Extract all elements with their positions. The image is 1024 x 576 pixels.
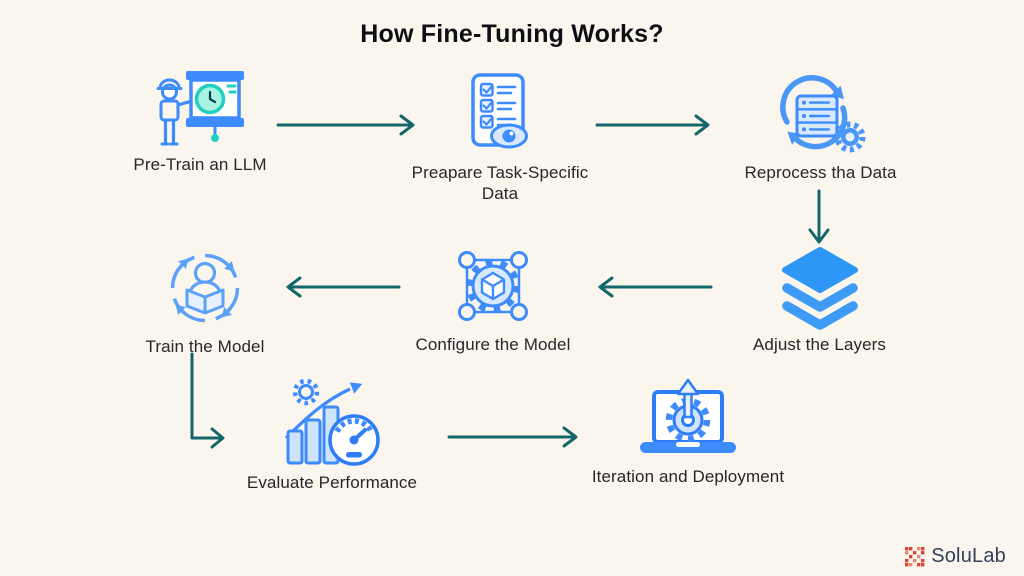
gear-cube-icon [458, 251, 528, 321]
arrow-pretrain-to-prepare-icon [276, 114, 415, 136]
step-label: Reprocess tha Data [744, 163, 897, 182]
arrow-prepare-to-reprocess-icon [595, 114, 710, 136]
checklist-eye-icon [471, 73, 528, 149]
arrow-reprocess-to-adjust-icon [808, 189, 830, 244]
brand-logo: SoluLab [905, 545, 1006, 568]
page-title: How Fine-Tuning Works? [360, 20, 664, 48]
step-evaluate-performance: Evaluate Performance [222, 376, 442, 493]
step-label: Iteration and Deployment [591, 467, 785, 486]
chart-gauge-icon [284, 378, 380, 466]
person-cycle-icon [170, 253, 240, 323]
step-pretrain: Pre-Train an LLM [92, 68, 308, 175]
step-adjust-layers: Adjust the Layers [712, 246, 927, 355]
step-label: Evaluate Performance [246, 473, 418, 492]
step-prepare-data: Preapare Task-Specific Data [395, 72, 605, 205]
step-configure-model: Configure the Model [388, 242, 598, 355]
step-label: Pre-Train an LLM [133, 155, 267, 174]
server-sync-icon [779, 75, 865, 153]
arrow-adjust-to-configure-icon [598, 276, 713, 298]
arrow-train-to-evaluate-icon [190, 352, 225, 449]
laptop-gear-icon [640, 378, 736, 453]
step-label: Configure the Model [415, 335, 571, 354]
step-train-model: Train the Model [100, 244, 310, 357]
brand-name: SoluLab [931, 545, 1006, 567]
arrow-evaluate-to-iteration-icon [447, 426, 578, 448]
step-label: Preapare Task-Specific Data [411, 163, 589, 204]
step-label: Train the Model [145, 337, 265, 356]
arrow-configure-to-train-icon [286, 276, 401, 298]
step-reprocess-data: Reprocess tha Data [708, 74, 933, 183]
step-iteration-deployment: Iteration and Deployment [570, 378, 806, 487]
layers-icon [781, 247, 858, 330]
step-label: Adjust the Layers [752, 335, 887, 354]
brand-logo-icon [905, 546, 925, 566]
presenter-board-icon [156, 71, 244, 146]
